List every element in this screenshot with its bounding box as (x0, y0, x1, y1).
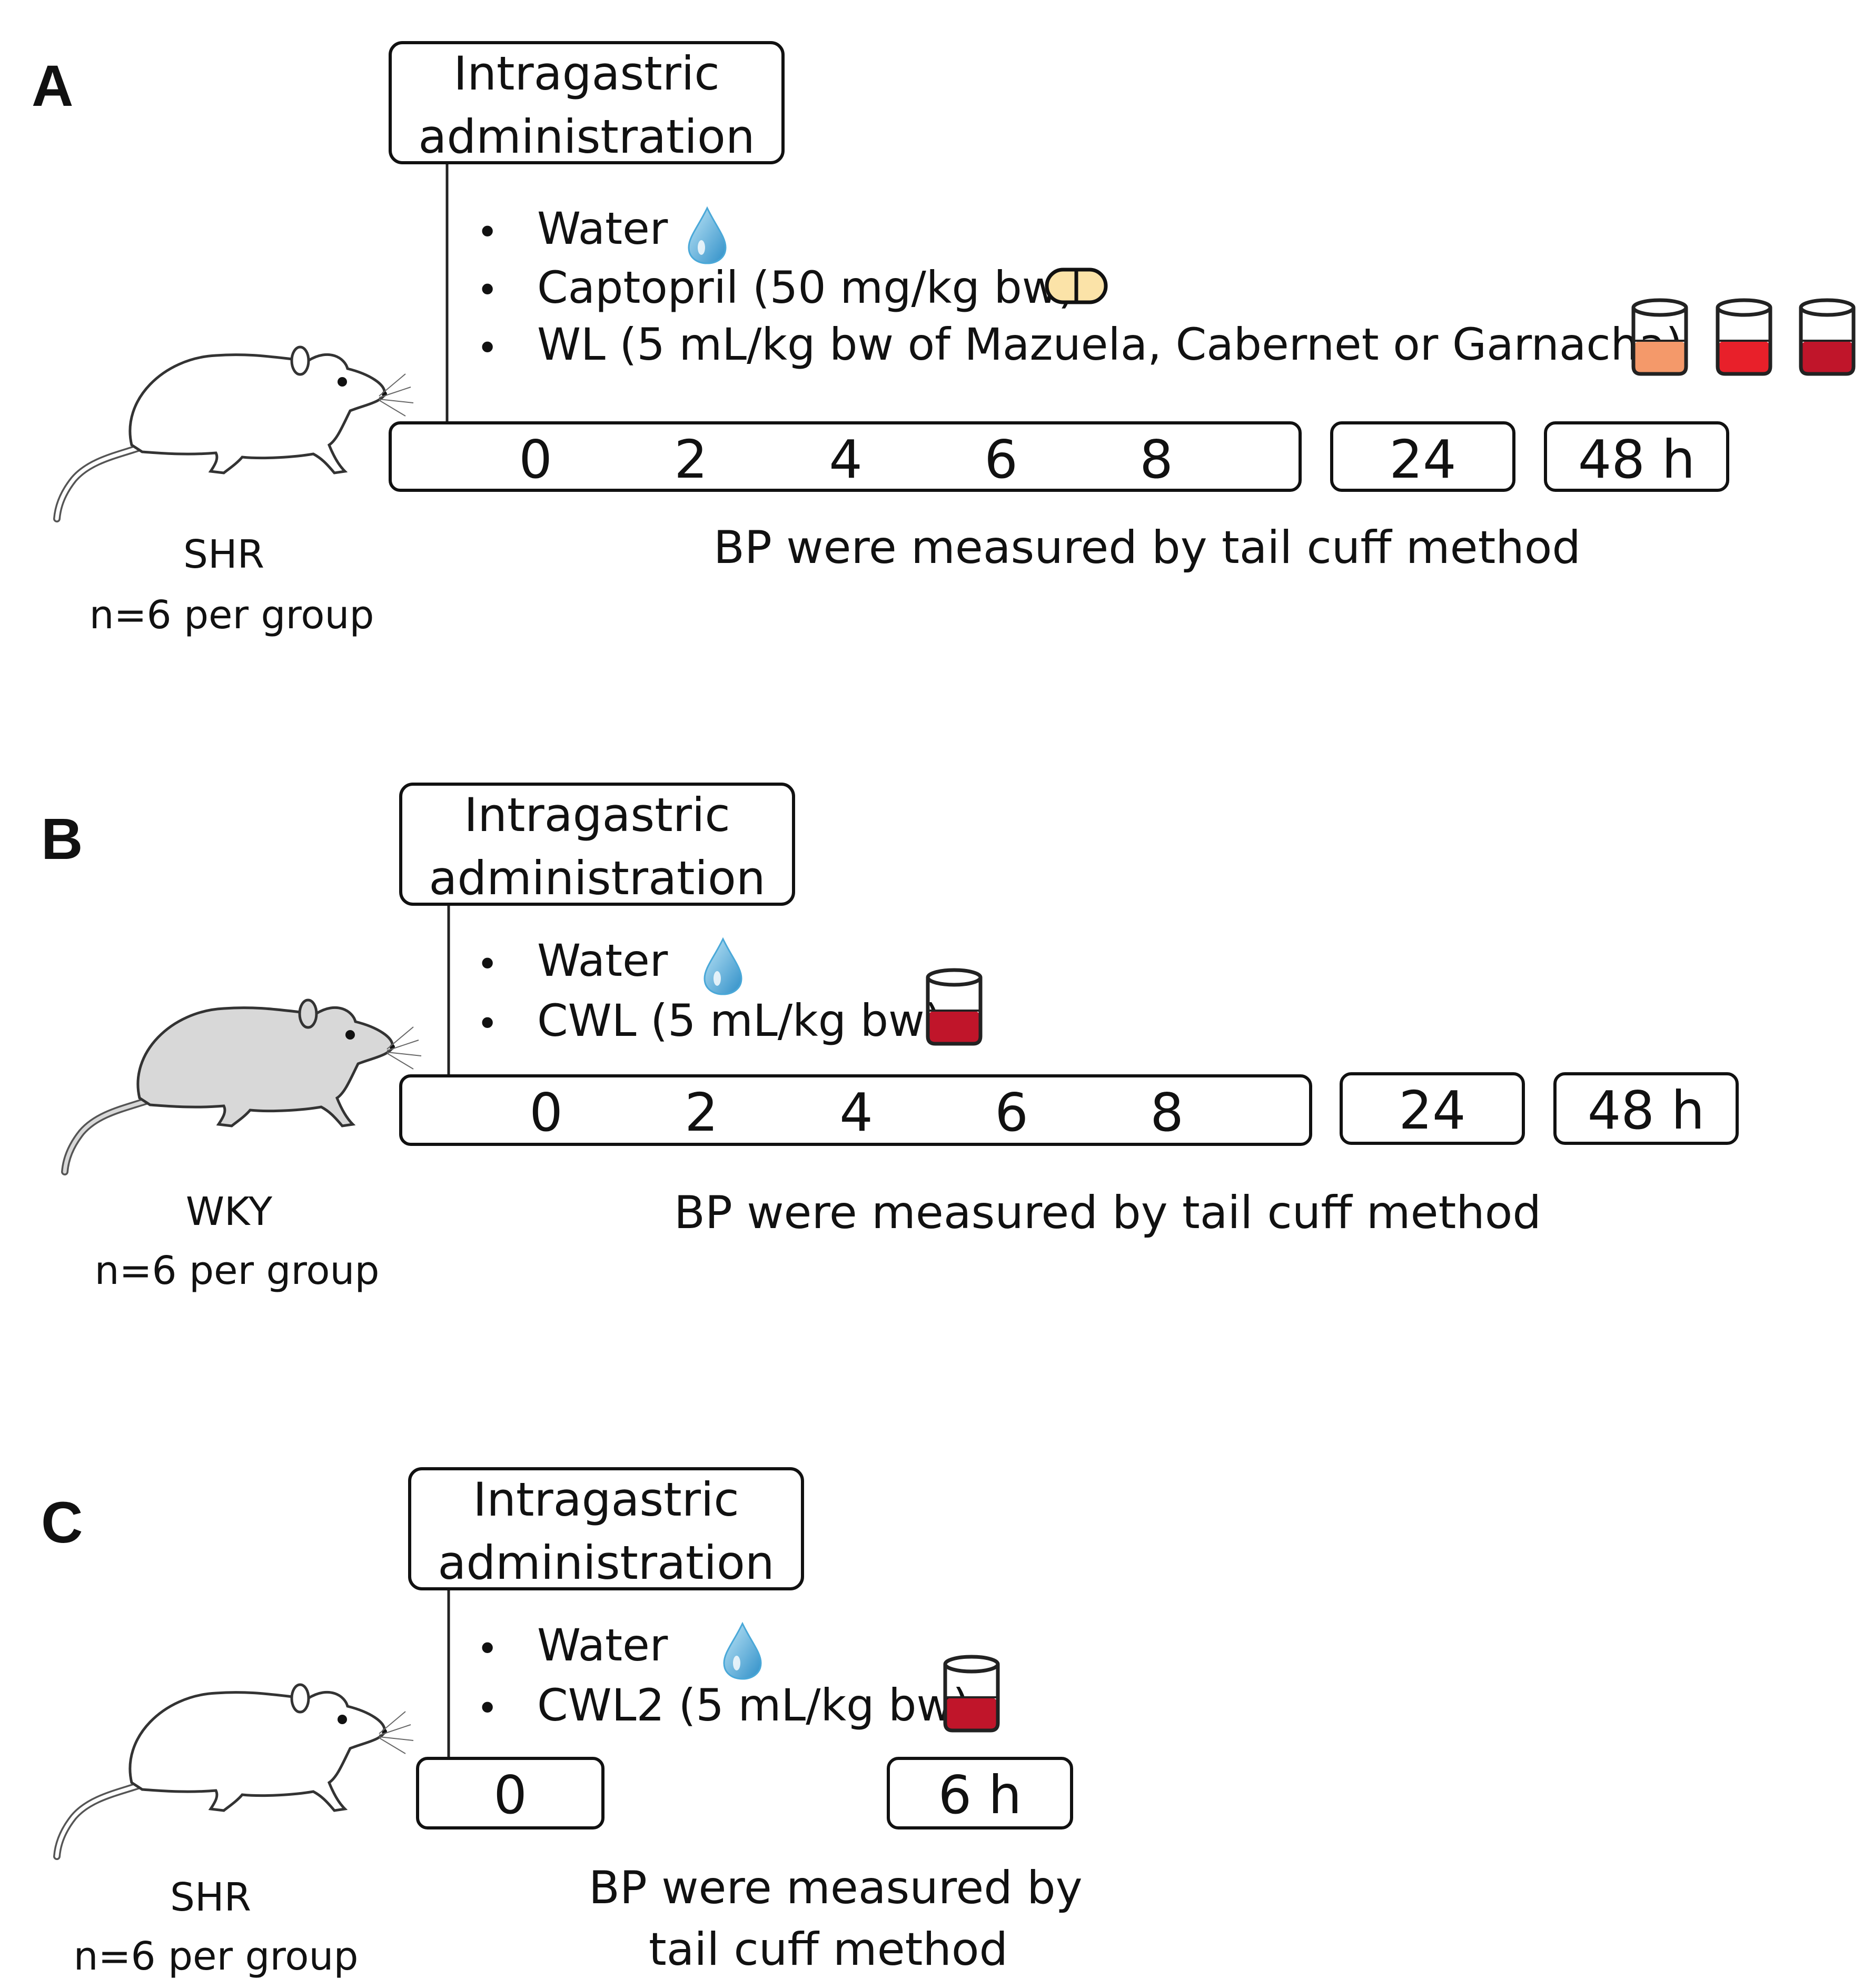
time-label: 24 (1399, 1080, 1466, 1141)
bullet: • (477, 943, 499, 986)
measurement-caption-line1: BP were measured by (589, 1862, 1083, 1914)
administration-box: Intragastric administration (408, 1467, 804, 1590)
rat-illustration (53, 345, 414, 522)
rat-illustration (53, 1683, 414, 1860)
bullet: • (477, 211, 499, 254)
treatment-item: Water (537, 203, 668, 254)
administration-box: Intragastric administration (399, 783, 795, 906)
group-size: n=6 per group (94, 1248, 380, 1293)
bullet: • (477, 1002, 499, 1045)
time-label: 48 h (1578, 429, 1696, 490)
bullet: • (477, 327, 499, 370)
time-tick: 6 (984, 429, 1018, 490)
panel-letter: C (41, 1490, 83, 1555)
group-size: n=6 per group (73, 1934, 359, 1979)
time-0-box: 0 (416, 1757, 604, 1829)
time-label: 24 (1389, 429, 1456, 490)
wine-glass-icon (926, 968, 983, 1046)
box-label-line1: Intragastric (453, 46, 720, 101)
wine-glass-icon (1631, 298, 1688, 376)
time-tick: 8 (1139, 429, 1173, 490)
wine-glass-icon (1716, 298, 1772, 376)
capsule-icon (1045, 268, 1108, 304)
treatment-item: Water (537, 935, 668, 986)
water-drop-icon (723, 1621, 762, 1680)
time-tick: 0 (529, 1082, 563, 1143)
measurement-caption: BP were measured by tail cuff method (674, 1186, 1542, 1239)
animal-strain: WKY (185, 1189, 273, 1234)
box-label-line2: administration (429, 851, 766, 905)
measurement-caption-line2: tail cuff method (649, 1923, 1008, 1976)
treatment-item: Captopril (50 mg/kg bw) (537, 262, 1076, 313)
treatment-item: CWL2 (5 mL/kg bw) (537, 1679, 970, 1731)
time-tick: 6 (995, 1082, 1028, 1143)
panel-letter: A (32, 54, 74, 118)
box-label-line2: administration (438, 1536, 775, 1590)
time-tick: 0 (519, 429, 552, 490)
time-label: 0 (493, 1764, 527, 1826)
time-24-box: 24 (1330, 421, 1515, 492)
timeline-box: 0 2 4 6 8 (399, 1074, 1312, 1146)
bullet: • (477, 1627, 499, 1670)
time-tick: 4 (829, 429, 863, 490)
box-label-line1: Intragastric (473, 1472, 739, 1527)
box-label-line1: Intragastric (464, 788, 730, 842)
box-label-line2: administration (418, 110, 755, 164)
bullet: • (477, 1687, 499, 1730)
water-drop-icon (703, 937, 742, 995)
time-24-box: 24 (1340, 1072, 1525, 1145)
panel-letter: B (41, 807, 83, 872)
time-48-box: 48 h (1544, 421, 1729, 492)
time-tick: 8 (1150, 1082, 1184, 1143)
animal-strain: SHR (170, 1875, 252, 1920)
wine-glass-icon (943, 1655, 1000, 1733)
time-label: 48 h (1587, 1080, 1705, 1141)
bullet: • (477, 269, 499, 312)
administration-box: Intragastric administration (389, 41, 785, 164)
time-tick: 2 (685, 1082, 718, 1143)
treatment-item: WL (5 mL/kg bw of Mazuela, Cabernet or G… (537, 319, 1683, 370)
time-48-box: 48 h (1553, 1072, 1739, 1145)
timeline-box: 0 2 4 6 8 (389, 421, 1302, 492)
wine-glass-icon (1799, 298, 1856, 376)
time-label: 6 h (938, 1764, 1022, 1826)
time-6-box: 6 h (887, 1757, 1073, 1829)
animal-strain: SHR (183, 532, 265, 577)
rat-illustration (61, 998, 422, 1175)
time-tick: 2 (674, 429, 708, 490)
measurement-caption: BP were measured by tail cuff method (713, 521, 1581, 574)
water-drop-icon (688, 206, 727, 264)
group-size: n=6 per group (89, 592, 374, 638)
treatment-item: CWL (5 mL/kg bw) (537, 995, 942, 1046)
treatment-item: Water (537, 1619, 668, 1671)
time-tick: 4 (839, 1082, 873, 1143)
